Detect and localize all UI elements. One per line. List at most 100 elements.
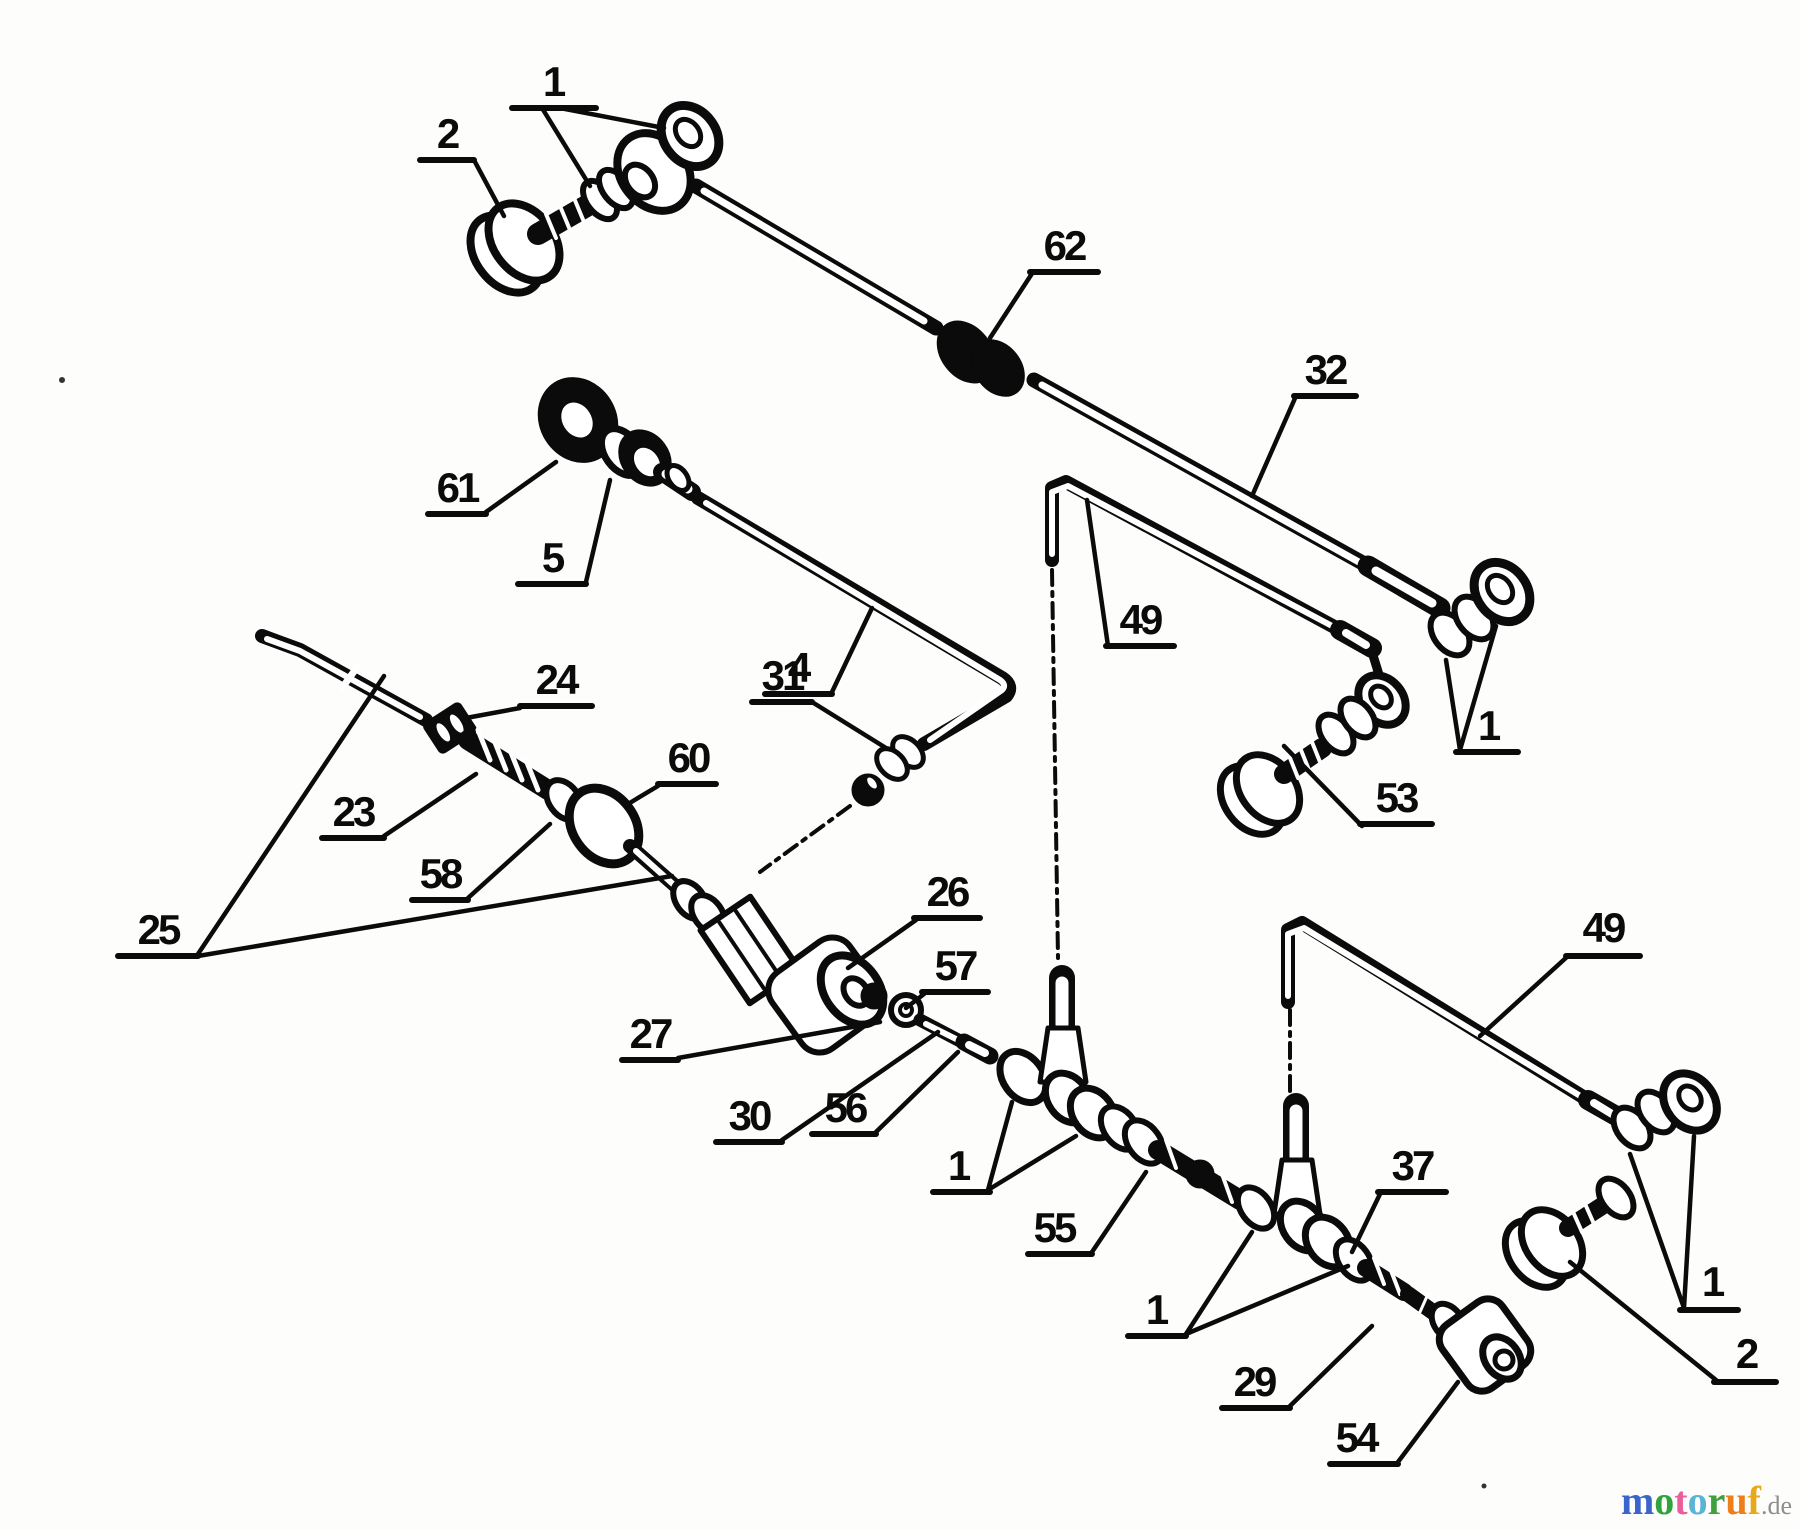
label-1-bottom-right-leader [1627,1151,1687,1311]
bolt-head-2 [466,193,601,297]
label-23-number: 23 [333,788,375,835]
label-30-leader [779,1029,941,1143]
label-5-leader [583,477,613,585]
rod-end-top [613,100,724,215]
label-1-mid-right-leader [1457,623,1499,753]
grommet-61-rod-4-assembly [537,377,1017,807]
label-55: 55 [1025,1169,1149,1257]
label-25-leader [195,873,675,959]
label-37-leader [1349,1191,1383,1255]
label-53-leader [1281,743,1365,829]
label-23: 23 [319,771,479,841]
washer-60 [564,783,644,869]
label-1-lever1-number: 1 [948,1142,971,1189]
label-60-leader [625,783,661,807]
tie-rod-assembly-top [466,100,1535,659]
label-58-leader [465,821,553,901]
label-31-leader [809,699,889,751]
label-1-bottom-right-leader [1681,1133,1697,1311]
label-26-number: 26 [927,868,969,915]
rubber-coupler-62 [936,320,1025,397]
bolt-2-right [1501,1175,1637,1291]
watermark-motoruf: motoruf.de [1621,1477,1792,1524]
adjuster-rod-assembly [255,629,1050,1107]
bent-rod-49-right [1281,916,1721,1152]
label-49-right-leader [1477,953,1571,1039]
label-1-lever1-leader [985,1133,1079,1193]
label-1-lever2-number: 1 [1146,1286,1169,1333]
label-53: 53 [1281,743,1435,829]
label-1-mid-right-leader [1443,657,1463,753]
label-37-number: 37 [1392,1142,1434,1189]
washer-56 [996,1047,1050,1107]
label-26: 26 [845,868,983,971]
label-1-bottom-right-number: 1 [1702,1258,1725,1305]
label-56-leader [873,1049,961,1135]
watermark-letter-2: t [1674,1478,1688,1523]
label-27-number: 27 [630,1010,672,1057]
label-54: 54 [1327,1379,1461,1467]
label-55-number: 55 [1034,1204,1077,1251]
label-60-number: 60 [668,734,710,781]
spring-23 [458,727,558,800]
label-56: 56 [809,1049,961,1137]
label-2-bottom-right-number: 2 [1736,1330,1758,1377]
label-24: 24 [463,656,595,721]
label-25-leader [195,673,387,957]
label-26-leader [845,917,919,971]
label-60: 60 [625,734,719,807]
label-61-leader [483,459,559,515]
label-61: 61 [425,459,559,517]
label-30-number: 30 [729,1092,771,1139]
watermark-letter-5: u [1725,1478,1748,1523]
label-49-right: 49 [1477,904,1643,1039]
label-24-leader [463,705,523,721]
rod-end-eye-32 [1469,557,1535,627]
label-49-right-number: 49 [1583,904,1625,951]
centerline-pin-1 [1050,568,1060,960]
label-1-lever1-leader [985,1099,1015,1193]
label-24-number: 24 [536,656,580,703]
label-31-number: 31 [762,652,805,699]
label-2-top-leader [471,157,507,219]
label-54-leader [1395,1379,1461,1465]
label-25-number: 25 [138,906,181,953]
bent-rod-49-left [1045,475,1410,729]
label-49-left: 49 [1084,497,1177,649]
label-2-top-number: 2 [437,110,459,157]
label-49-left-leader [1084,497,1111,649]
label-30: 30 [713,1029,941,1145]
label-58: 58 [409,821,553,903]
lever-link-chain [1097,1103,1278,1232]
label-62-leader [987,269,1036,341]
watermark-letter-1: o [1654,1478,1675,1523]
label-27: 27 [619,1010,883,1063]
tie-rod-shaft [688,178,944,336]
tube-30 [913,1013,999,1065]
label-5: 5 [515,477,613,587]
label-5-number: 5 [542,534,565,581]
label-27-leader [675,1019,883,1061]
label-32: 32 [1249,346,1359,499]
label-29-leader [1287,1323,1375,1409]
label-1-top-number: 1 [543,58,566,105]
label-2-top: 2 [417,110,507,219]
label-2-bottom-right-leader [1567,1259,1719,1383]
label-55-leader [1089,1169,1149,1255]
label-62-number: 62 [1044,222,1086,269]
label-32-number: 32 [1305,346,1347,393]
watermark-letter-3: o [1687,1478,1708,1523]
label-58-number: 58 [420,850,463,897]
label-4-leader [829,605,875,695]
washers-rod-32-end [1427,593,1497,659]
pivot-pin-1-assembly [1037,965,1120,1142]
label-57: 57 [903,942,991,1011]
rod-4 [691,491,1017,751]
label-1-bottom-right: 1 [1627,1133,1741,1313]
label-31: 31 [749,652,889,751]
label-61-number: 61 [437,464,480,511]
label-32-leader [1249,393,1299,499]
tail-linkage [1332,1236,1535,1395]
